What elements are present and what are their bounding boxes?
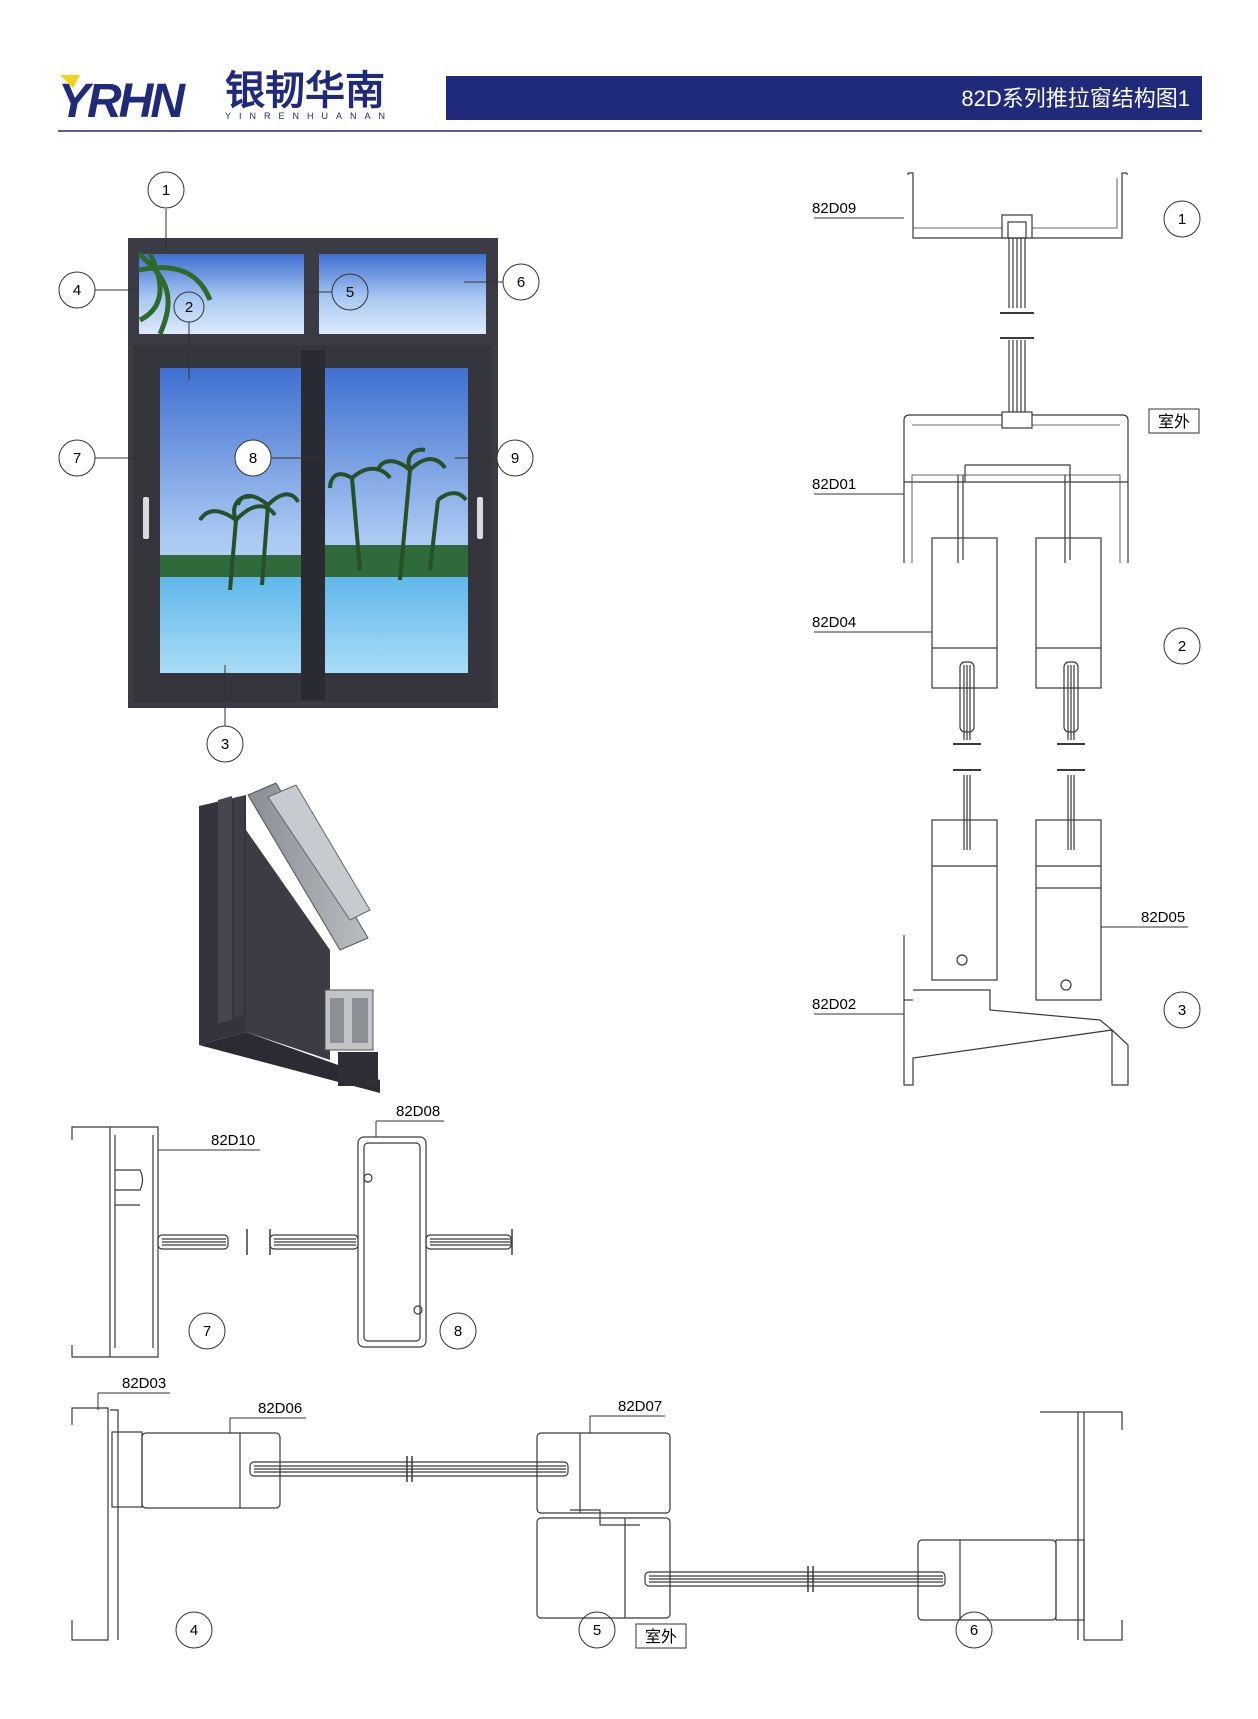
outdoor-box-bottom (635, 1623, 687, 1649)
svg-text:4: 4 (190, 1622, 198, 1639)
callout-4: 4 (58, 271, 96, 309)
callout-2: 2 (173, 291, 205, 323)
outdoor-label-bottom: 室外 (645, 1628, 677, 1646)
callout-section-6: 6 (955, 1611, 993, 1649)
label-82D07: 82D07 (618, 1398, 662, 1415)
right-sliding-pane (325, 368, 468, 673)
header: YRHN 银韧华南 YINRENHUANAN 82D系列推拉窗结构图1 (58, 69, 1202, 132)
left-handle (143, 497, 149, 539)
svg-text:1: 1 (1178, 211, 1186, 228)
callout-7: 7 (58, 439, 96, 477)
label-82D02: 82D02 (812, 996, 856, 1013)
callout-5: 5 (331, 273, 369, 311)
callout-6: 6 (502, 263, 540, 301)
svg-text:9: 9 (511, 450, 519, 467)
transom-right-pane (319, 254, 486, 334)
glass-strip-top (1000, 238, 1034, 420)
brand-name-cn: 银韧华南 (225, 69, 385, 113)
svg-text:5: 5 (593, 1622, 601, 1639)
brand-logo: YRHN 银韧华南 YINRENHUANAN (58, 69, 393, 128)
svg-text:3: 3 (221, 736, 229, 753)
title-bar (446, 76, 1202, 120)
label-82D05: 82D05 (1141, 909, 1185, 926)
label-82D04: 82D04 (812, 614, 856, 631)
outdoor-label-top: 室外 (1158, 413, 1190, 431)
label-82D06: 82D06 (258, 1400, 302, 1417)
callout-8: 8 (234, 439, 272, 477)
svg-text:7: 7 (203, 1323, 211, 1340)
svg-text:4: 4 (73, 282, 81, 299)
right-handle (477, 497, 483, 539)
callout-section-2: 2 (1163, 627, 1201, 665)
profile-3d-cutaway (199, 782, 380, 1093)
palm-fronds (137, 252, 213, 336)
left-sliding-pane (160, 368, 301, 673)
svg-text:7: 7 (73, 450, 81, 467)
callout-section-3: 3 (1163, 991, 1201, 1029)
sash-meeting-stile (301, 350, 325, 700)
logo-mark: YRHN (58, 75, 186, 128)
callout-section-1: 1 (1163, 200, 1201, 238)
svg-text:8: 8 (454, 1323, 462, 1340)
svg-text:6: 6 (970, 1622, 978, 1639)
svg-text:1: 1 (162, 182, 170, 199)
svg-text:3: 3 (1178, 1002, 1186, 1019)
section-horizontal-labels: 82D03 82D06 82D07 4 5 6 室外 (97, 1375, 993, 1649)
svg-text:2: 2 (1178, 638, 1186, 655)
section-side-labels: 82D10 82D08 7 8 (158, 1103, 477, 1350)
section-horizontal (71, 1407, 1123, 1641)
svg-text:5: 5 (346, 284, 354, 301)
brand-name-pinyin: YINRENHUANAN (225, 111, 393, 121)
callout-3: 3 (206, 725, 244, 763)
svg-text:2: 2 (185, 299, 193, 316)
section-vertical-labels: 82D09 82D01 82D04 82D05 82D02 1 2 3 室外 (812, 200, 1201, 1029)
outdoor-box-top (1148, 408, 1200, 434)
svg-text:6: 6 (517, 274, 525, 291)
callout-section-7: 7 (188, 1312, 226, 1350)
sash-section-lower (931, 775, 1102, 1001)
callout-section-5: 5 (578, 1611, 616, 1649)
callout-9: 9 (496, 439, 534, 477)
window-elevation: 1 2 3 4 5 6 7 8 9 (58, 171, 540, 763)
callout-1: 1 (147, 171, 185, 209)
callout-section-4: 4 (175, 1611, 213, 1649)
label-82D10: 82D10 (211, 1132, 255, 1149)
label-82D09: 82D09 (812, 200, 856, 217)
svg-text:8: 8 (249, 450, 257, 467)
label-82D01: 82D01 (812, 476, 856, 493)
section-side (71, 1126, 513, 1358)
sash-section-upper (931, 537, 1102, 771)
callout-section-8: 8 (439, 1312, 477, 1350)
label-82D03: 82D03 (122, 1375, 166, 1392)
label-82D08: 82D08 (396, 1103, 440, 1120)
page-title: 82D系列推拉窗结构图1 (961, 86, 1190, 111)
section-vertical (903, 172, 1129, 1086)
